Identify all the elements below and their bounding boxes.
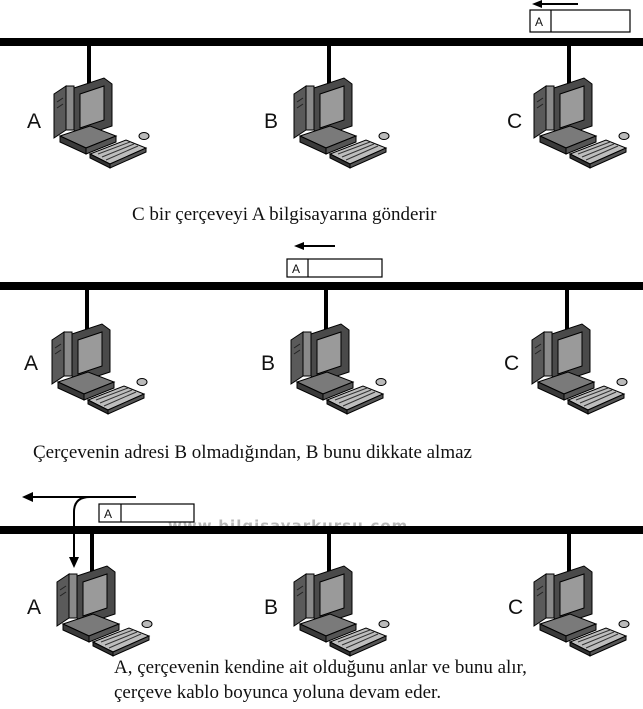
computer-label: B (264, 110, 278, 133)
desktop-computer-icon (293, 77, 390, 169)
desktop-computer-icon (56, 565, 153, 657)
desktop-computer-icon (290, 323, 387, 415)
computer-c: C (504, 323, 628, 415)
computer-b: B (264, 77, 390, 169)
computer-b: B (264, 565, 390, 657)
caption-line-1: A, çerçevenin kendine ait olduğunu anlar… (114, 657, 527, 678)
computer-label: B (264, 596, 278, 619)
panel-1: A A B C C bir çerçeveyi A bilgisayarına … (0, 0, 643, 225)
desktop-computer-icon (533, 77, 630, 169)
computer-a: A (24, 323, 148, 415)
computer-label: A (27, 110, 41, 133)
left-arrow-icon (532, 0, 578, 8)
desktop-computer-icon (531, 323, 628, 415)
network-cable (0, 282, 643, 290)
frame-address: A (535, 15, 543, 29)
desktop-computer-icon (53, 77, 150, 169)
computer-label: C (508, 596, 523, 619)
desktop-computer-icon (51, 323, 148, 415)
computer-a: A (27, 77, 150, 169)
frame-address: A (104, 507, 112, 521)
left-arrow-icon (294, 242, 335, 250)
panel-3: www.bilgisayarkursu.com A A B (0, 492, 643, 703)
computer-label: B (261, 352, 275, 375)
computer-label: A (24, 352, 38, 375)
computer-label: C (504, 352, 519, 375)
desktop-computer-icon (293, 565, 390, 657)
computer-c: C (508, 565, 630, 657)
computer-label: C (507, 110, 522, 133)
caption-line-2: çerçeve kablo boyunca yoluna devam eder. (114, 682, 441, 703)
frame-packet: A (529, 9, 631, 33)
frame-address: A (292, 262, 300, 276)
down-arrow-icon (69, 496, 91, 568)
network-cable (0, 38, 643, 46)
computer-label: A (27, 596, 41, 619)
desktop-computer-icon (533, 565, 630, 657)
frame-packet: A (98, 503, 195, 523)
computer-b: B (261, 323, 387, 415)
panel-2: A A B C Çerçevenin adresi B olmadığından… (0, 242, 643, 463)
frame-packet: A (286, 258, 383, 278)
caption: C bir çerçeveyi A bilgisayarına gönderir (132, 204, 437, 225)
computer-a: A (27, 565, 153, 657)
network-cable (0, 526, 643, 534)
computer-c: C (507, 77, 630, 169)
caption: Çerçevenin adresi B olmadığından, B bunu… (33, 442, 472, 463)
